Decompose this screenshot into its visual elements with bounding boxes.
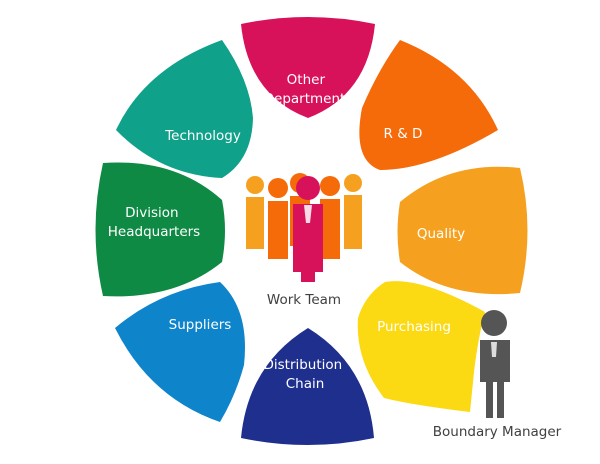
petal-label-other-departments-line-2: Departments — [264, 91, 353, 107]
petal-label-division-headquarters-line-2: Headquarters — [108, 224, 200, 240]
petal-label-division-headquarters-line-1: Division — [125, 205, 179, 221]
petal-label-distribution-chain: Distribution Chain — [263, 357, 346, 392]
petal-quality — [397, 166, 528, 295]
petal-label-technology: Technology — [164, 128, 241, 144]
petal-r-and-d — [359, 40, 498, 170]
petal-label-division-headquarters: Division Headquarters — [108, 205, 200, 240]
boundary-manager-icon — [480, 310, 510, 418]
petal-label-quality: Quality — [417, 226, 465, 242]
team-front-figure — [293, 176, 323, 282]
petal-purchasing — [357, 281, 485, 412]
petal-label-distribution-chain-line-1: Distribution — [263, 357, 342, 373]
petal-label-suppliers: Suppliers — [169, 317, 232, 333]
petal-label-distribution-chain-line-2: Chain — [286, 376, 325, 392]
petal-other-departments — [241, 17, 375, 118]
work-team-icon — [246, 173, 362, 282]
petal-label-other-departments: Other Departments — [264, 72, 353, 107]
team-back-row — [246, 174, 362, 249]
petal-label-purchasing: Purchasing — [377, 319, 451, 335]
petal-label-r-and-d: R & D — [384, 126, 423, 142]
petal-division-headquarters — [95, 162, 225, 297]
petal-distribution-chain — [241, 328, 374, 445]
work-team-label: Work Team — [267, 292, 341, 308]
petal-label-other-departments-line-1: Other — [287, 72, 326, 88]
boundary-manager-label: Boundary Manager — [433, 424, 562, 440]
petal-suppliers — [115, 282, 245, 422]
petal-technology — [116, 40, 253, 178]
